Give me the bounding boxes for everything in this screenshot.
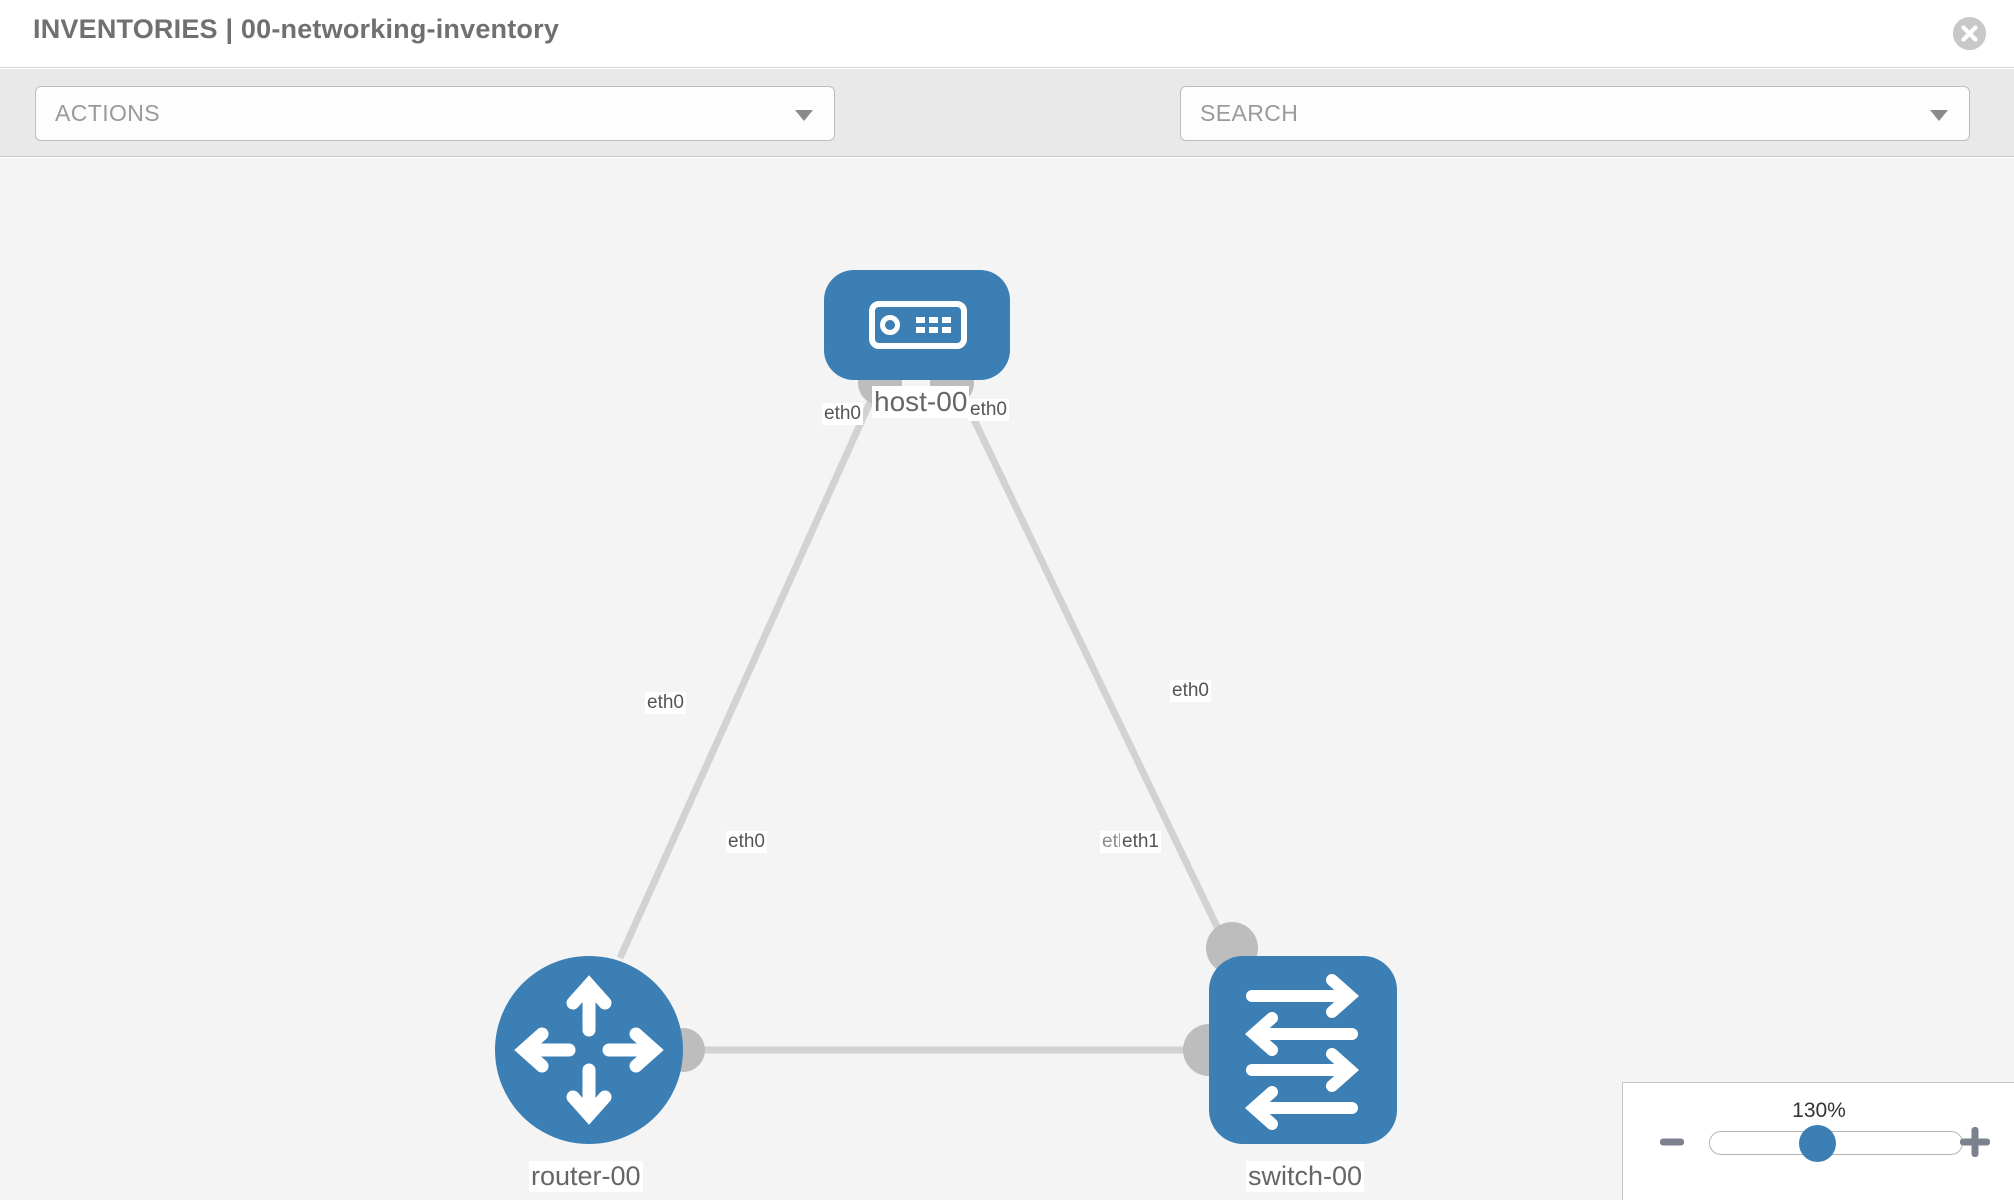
edge-label-router00-to-host00: eth0 [645, 692, 686, 714]
edge-label-switch00-to-router00: eth1 [1120, 831, 1161, 853]
topology-canvas[interactable]: router-00 --> switch-00 --> switch-00 --… [0, 158, 2014, 1200]
node-switch-00 [1209, 956, 1397, 1144]
topology-graph: router-00 --> switch-00 --> switch-00 --… [495, 270, 1397, 1144]
edge-label-host00-to-router00: eth0 [822, 403, 863, 425]
actions-dropdown[interactable]: ACTIONS [35, 86, 835, 141]
search-input[interactable]: SEARCH [1180, 86, 1970, 141]
page-title: INVENTORIES | 00-networking-inventory [33, 14, 560, 44]
port-group [661, 361, 1258, 1076]
minus-icon[interactable] [1657, 1127, 1687, 1157]
node-router-00 [495, 956, 683, 1144]
zoom-slider-track[interactable] [1709, 1131, 1963, 1155]
zoom-slider-thumb[interactable] [1799, 1125, 1836, 1162]
edge-group: router-00 --> switch-00 --> switch-00 --… [616, 378, 1236, 1054]
search-placeholder: SEARCH [1200, 100, 1299, 126]
edge-label-host00-to-switch00: eth0 [968, 399, 1009, 421]
chevron-down-icon[interactable] [1930, 110, 1948, 121]
plus-icon[interactable] [1958, 1125, 1992, 1159]
node-label-host-00: host-00 [872, 386, 970, 418]
edge-host00-switch00 [951, 378, 1236, 960]
toolbar: ACTIONS SEARCH [0, 69, 2014, 197]
edge-label-switch00-to-host00: eth0 [1170, 680, 1211, 702]
chevron-down-icon [795, 110, 813, 121]
page-header: INVENTORIES | 00-networking-inventory [0, 0, 2014, 68]
zoom-percent-label: 130% [1792, 1099, 1846, 1122]
edge-host00-router00 [616, 378, 884, 960]
zoom-control-panel: 130% [1622, 1082, 2014, 1200]
close-icon[interactable] [1953, 17, 1986, 50]
actions-dropdown-label: ACTIONS [55, 100, 161, 126]
node-host-00 [824, 270, 1010, 380]
edge-label-router00-to-switch00: eth0 [726, 831, 767, 853]
node-label-router-00: router-00 [529, 1161, 643, 1192]
node-label-switch-00: switch-00 [1246, 1161, 1365, 1192]
